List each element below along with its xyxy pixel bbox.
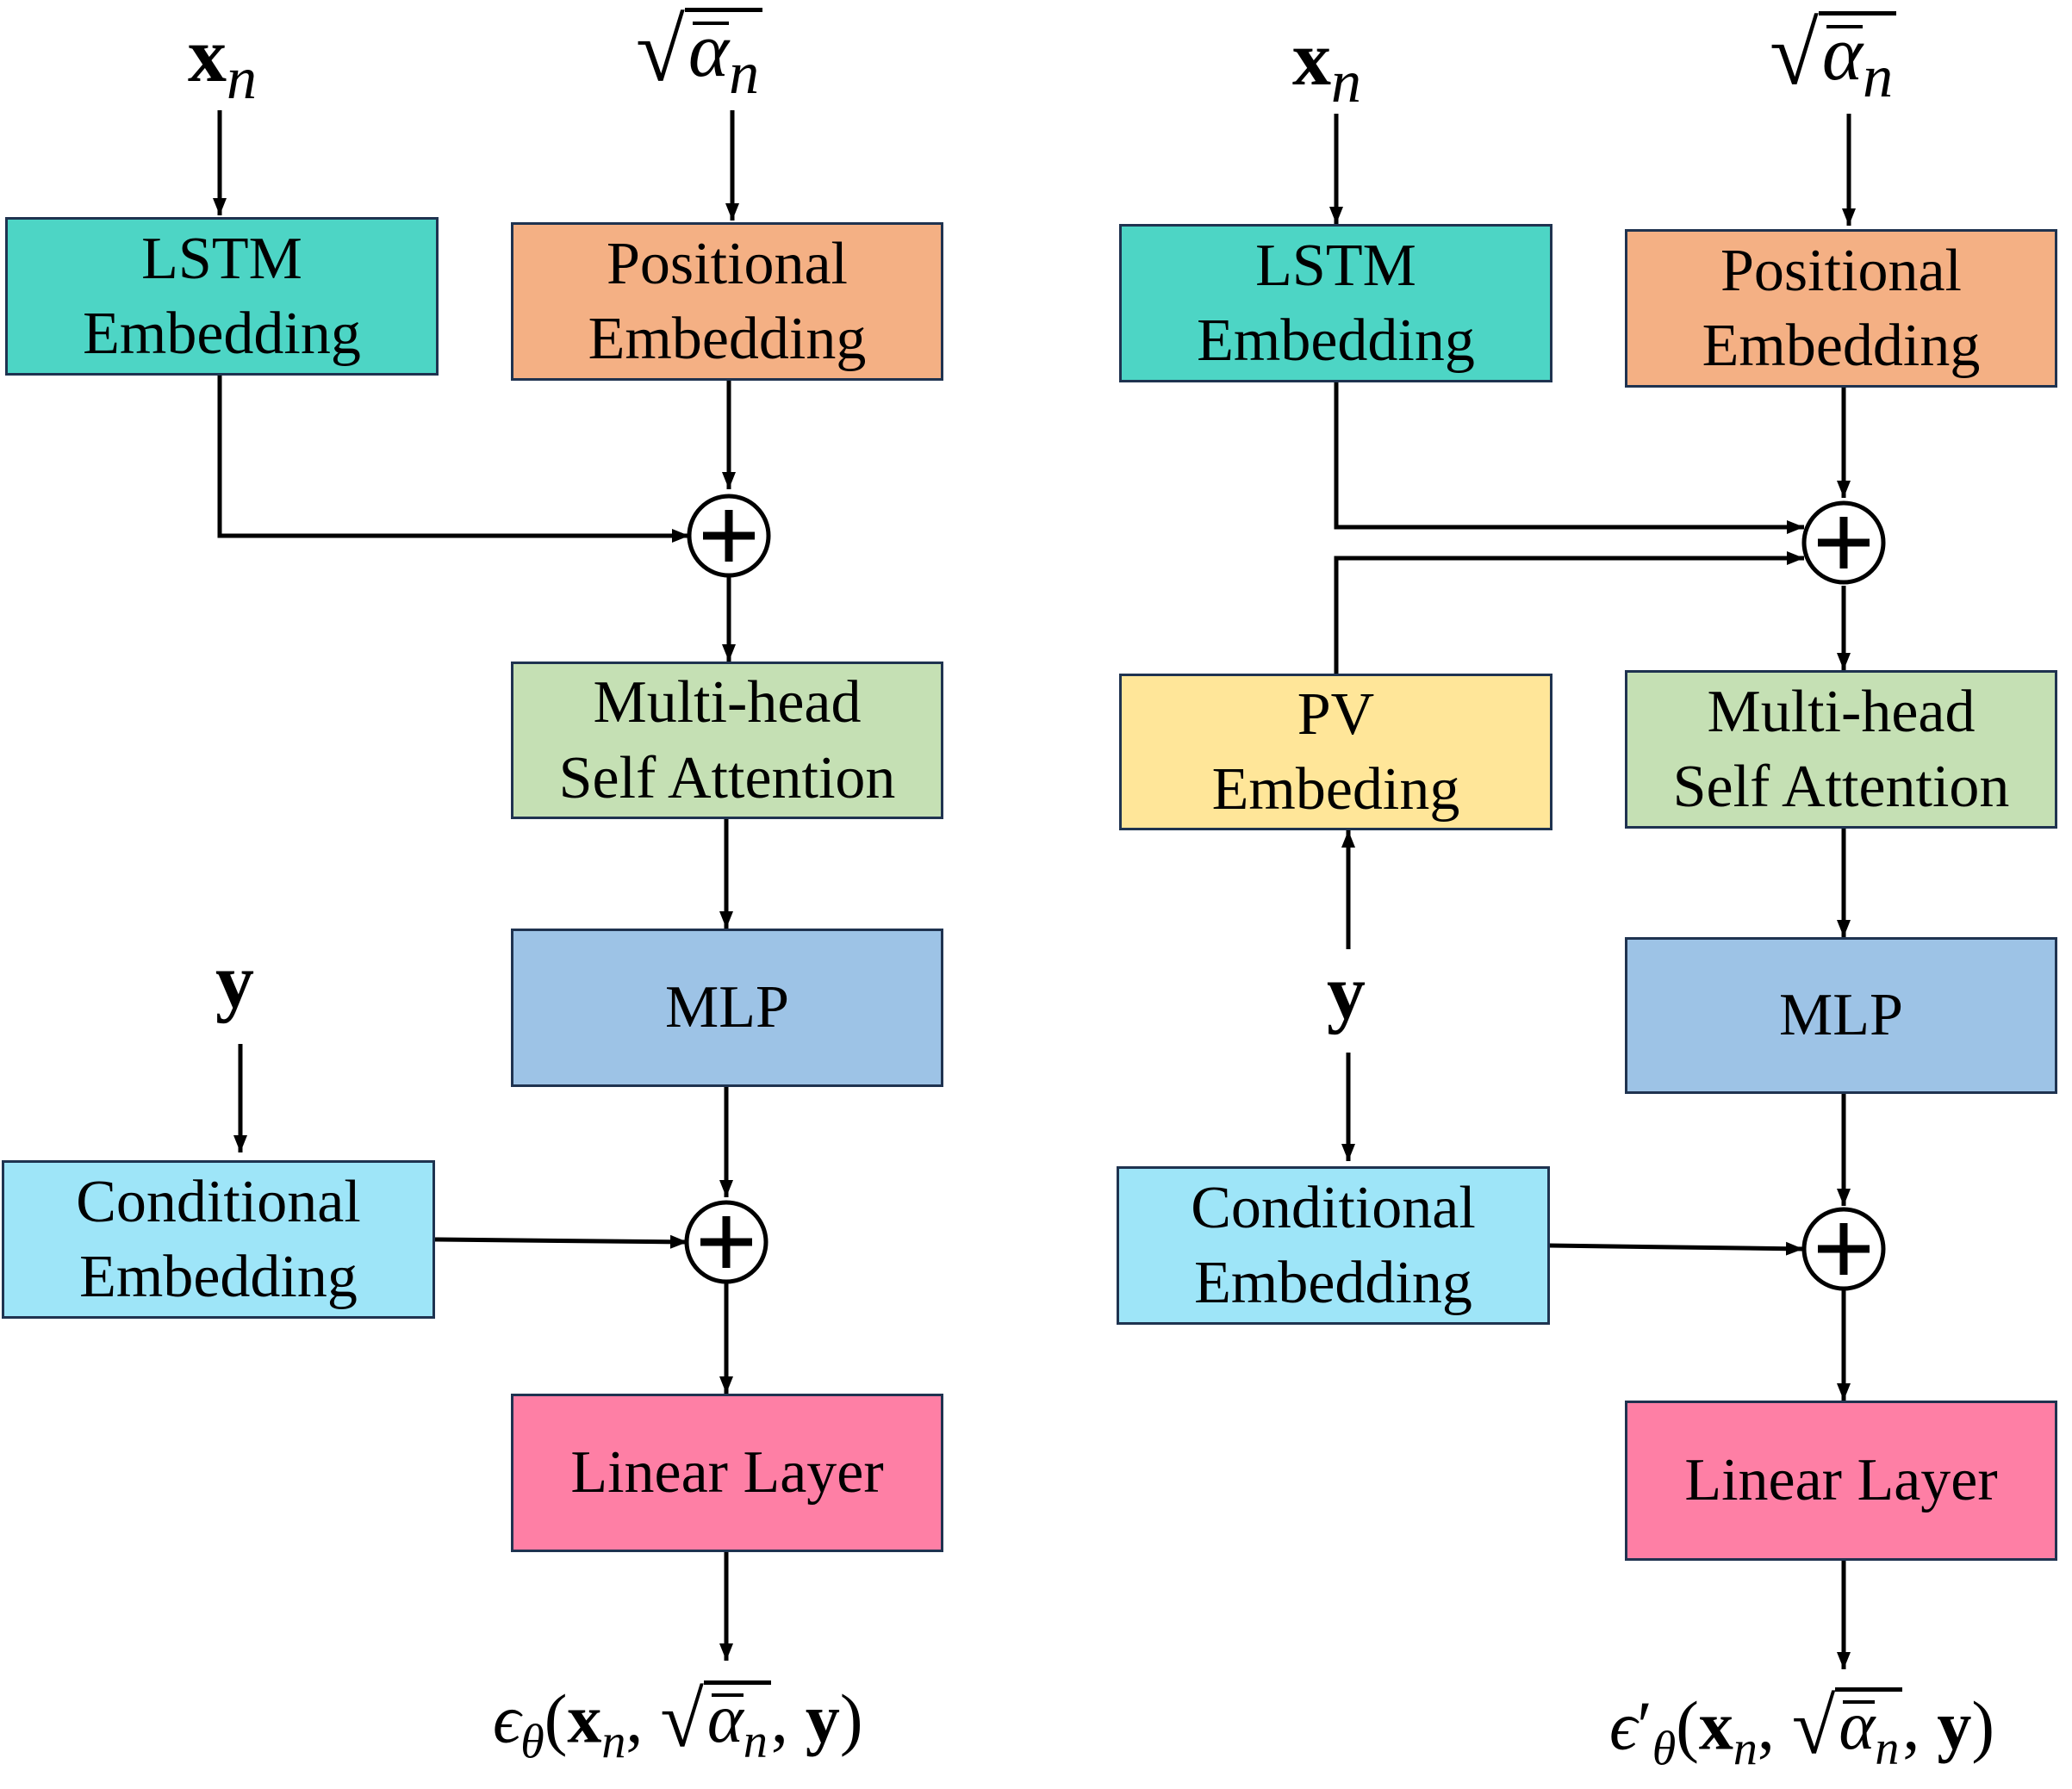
positional-embedding-left-line2: Embedding (588, 306, 867, 372)
positional-embedding-left: Positional Embedding (511, 222, 943, 381)
multihead-attention-right-line1: Multi-head (1707, 678, 1976, 745)
conditional-embedding-left-line1: Conditional (76, 1168, 361, 1235)
mlp-right: MLP (1625, 937, 2057, 1094)
arrow-conditional-to-sum2-left (433, 1234, 688, 1249)
linear-layer-right-label: Linear Layer (1684, 1447, 1998, 1514)
sum-node-left-1 (687, 494, 771, 578)
sum-node-right-2 (1801, 1207, 1886, 1291)
linear-layer-left: Linear Layer (511, 1394, 943, 1552)
multihead-attention-left-line2: Self Attention (558, 744, 896, 811)
output-epsilon-prime-right: ϵ′θ(xn, √αn, y) (1609, 1682, 1995, 1776)
arrow-lstm-to-sum1-right (1334, 382, 1804, 534)
linear-layer-left-label: Linear Layer (570, 1439, 884, 1506)
sum-node-right-1 (1801, 500, 1886, 585)
pv-embedding-right-line2: Embeding (1211, 756, 1460, 823)
input-xn-left: xn (188, 13, 257, 112)
lstm-embedding-right-line1: LSTM (1255, 232, 1416, 299)
linear-layer-right: Linear Layer (1625, 1401, 2057, 1561)
mlp-right-label: MLP (1779, 982, 1903, 1049)
lstm-embedding-right-line2: Embedding (1197, 307, 1475, 374)
output-epsilon-left: ϵθ(xn, √αn, y) (493, 1675, 863, 1769)
conditional-embedding-left: Conditional Embedding (2, 1160, 435, 1319)
positional-embedding-right: Positional Embedding (1625, 229, 2057, 388)
lstm-embedding-left-line2: Embedding (83, 301, 361, 367)
multihead-attention-right: Multi-head Self Attention (1625, 670, 2057, 829)
conditional-embedding-left-line2: Embedding (79, 1244, 358, 1310)
arrow-lstm-to-sum1-left (217, 376, 689, 543)
conditional-embedding-right-line2: Embedding (1194, 1250, 1472, 1316)
pv-embedding-right: PV Embeding (1119, 674, 1552, 830)
lstm-embedding-right: LSTM Embedding (1119, 224, 1552, 382)
input-xn-right: xn (1292, 16, 1361, 115)
multihead-attention-right-line2: Self Attention (1672, 754, 2010, 820)
arrow-pv-to-sum1-right (1334, 551, 1804, 674)
positional-embedding-right-line2: Embedding (1702, 313, 1981, 379)
pv-embedding-right-line1: PV (1297, 680, 1375, 748)
sum-node-left-2 (684, 1200, 768, 1284)
positional-embedding-left-line1: Positional (606, 230, 849, 297)
input-y-left: y (215, 939, 254, 1024)
multihead-attention-left: Multi-head Self Attention (511, 662, 943, 819)
multihead-attention-left-line1: Multi-head (593, 669, 862, 736)
arrow-conditional-to-sum2-right (1548, 1241, 1804, 1256)
conditional-embedding-right: Conditional Embedding (1117, 1166, 1550, 1325)
conditional-embedding-right-line1: Conditional (1191, 1174, 1476, 1241)
input-y-right: y (1327, 950, 1366, 1035)
mlp-left: MLP (511, 929, 943, 1087)
lstm-embedding-left: LSTM Embedding (5, 217, 439, 376)
input-sqrt-alpha-right: √αn (1770, 9, 1897, 108)
mlp-left-label: MLP (665, 974, 789, 1041)
positional-embedding-right-line1: Positional (1720, 237, 1963, 304)
input-sqrt-alpha-left: √αn (636, 6, 763, 104)
lstm-embedding-left-line1: LSTM (141, 225, 302, 292)
